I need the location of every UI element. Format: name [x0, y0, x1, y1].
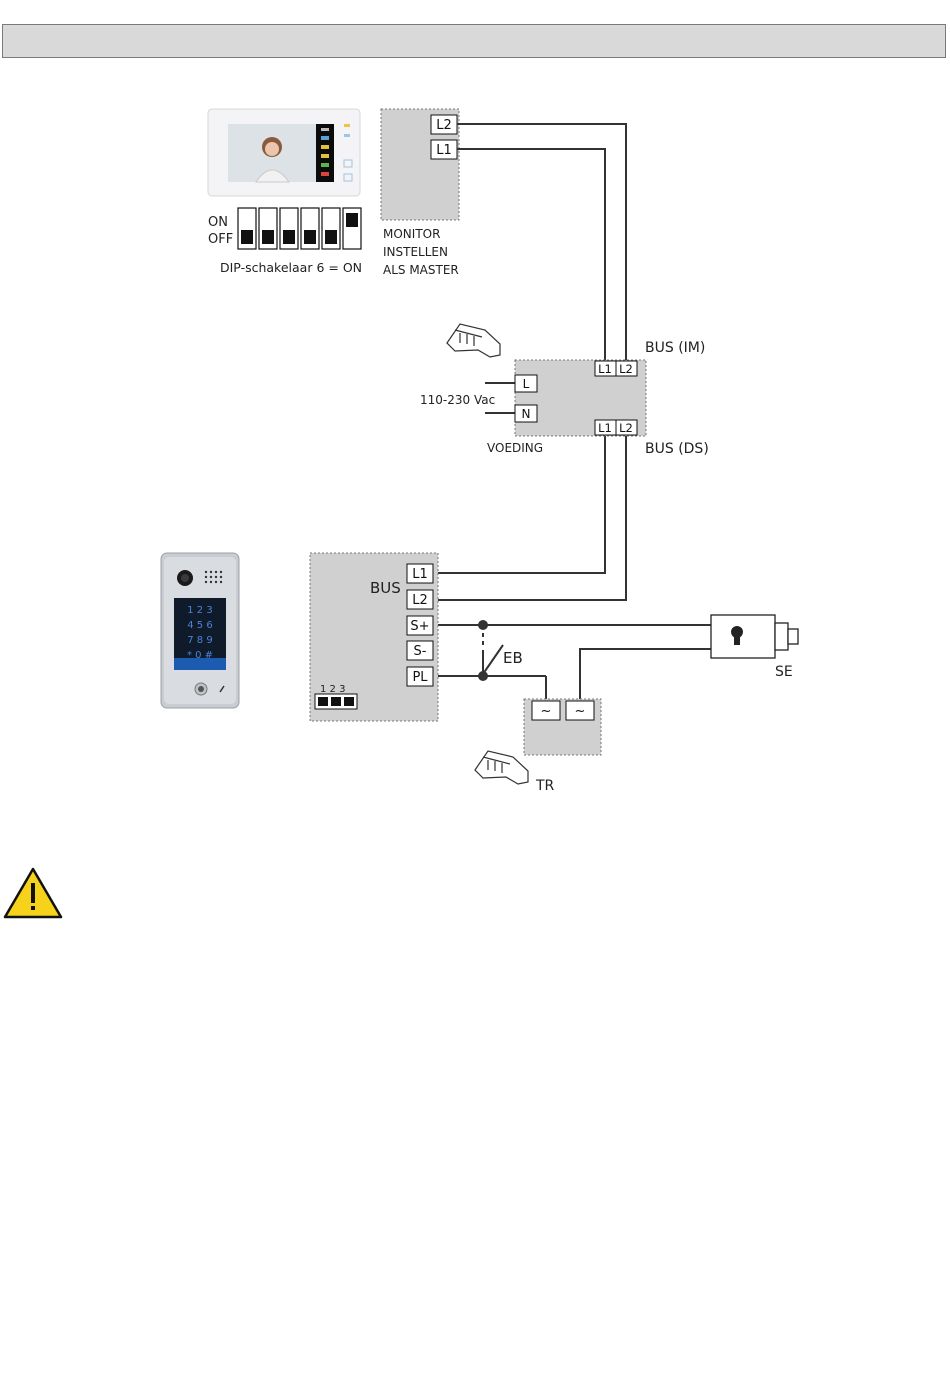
power-terminal-n: N: [522, 407, 531, 421]
door-station-module: BUS L1 L2 S+ S- PL 1 2 3: [310, 553, 438, 721]
dip-caption: DIP-schakelaar 6 = ON: [220, 260, 362, 275]
power-bottom-l2: L2: [619, 421, 633, 435]
keypad-row-1: 1 2 3: [187, 605, 212, 616]
keypad-row-2: 4 5 6: [187, 620, 212, 631]
door-dip-numbers: 1 2 3: [320, 684, 345, 695]
door-terminal-splus: S+: [410, 619, 429, 634]
keypad-row-4: * 0 #: [187, 650, 213, 661]
dip-off-label: OFF: [208, 232, 233, 247]
door-terminal-l1: L1: [412, 567, 428, 582]
transformer-module: ~ ~: [524, 699, 601, 755]
transformer-terminal-left: ~: [541, 704, 552, 719]
door-terminal-sminus: S-: [414, 644, 427, 659]
power-top-l1: L1: [598, 362, 612, 376]
monitor-note-line3: ALS MASTER: [383, 263, 459, 277]
exit-button-label: EB: [503, 649, 523, 667]
power-supply-label: VOEDING: [487, 441, 543, 455]
electric-strike-icon: [711, 615, 798, 658]
door-terminal-pl: PL: [412, 670, 428, 685]
keypad-row-3: 7 8 9: [187, 635, 212, 646]
warning-triangle-icon: [5, 869, 61, 917]
power-top-l2: L2: [619, 362, 633, 376]
transformer-icon: [475, 751, 528, 784]
monitor-terminal-l1: L1: [436, 143, 452, 158]
monitor-terminal-module: L2 L1 MONITOR INSTELLEN ALS MASTER: [381, 109, 459, 277]
power-input-voltage: 110-230 Vac: [420, 393, 495, 407]
dip-on-label: ON: [208, 215, 228, 230]
bus-ds-label: BUS (DS): [645, 441, 709, 457]
power-supply-icon: [447, 324, 500, 357]
monitor-dip-switch: ON OFF DIP-schakelaar 6 = ON: [208, 208, 362, 275]
monitor-note-line1: MONITOR: [383, 227, 440, 241]
electric-strike-label: SE: [775, 664, 793, 680]
bus-im-label: BUS (IM): [645, 340, 705, 356]
monitor-device: [208, 109, 360, 196]
door-bus-label: BUS: [370, 579, 401, 597]
power-supply-module: L N L1 L2 L1 L2 110-230 Vac VOEDING BUS …: [420, 340, 709, 457]
monitor-note-line2: INSTELLEN: [383, 245, 448, 259]
exit-button: EB: [478, 620, 523, 681]
monitor-terminal-l2: L2: [436, 118, 452, 133]
door-terminal-l2: L2: [412, 593, 428, 608]
transformer-label: TR: [535, 778, 555, 794]
transformer-terminal-right: ~: [575, 704, 586, 719]
power-bottom-l1: L1: [598, 421, 612, 435]
power-terminal-l: L: [523, 377, 530, 391]
door-station-device: 1 2 3 4 5 6 7 8 9 * 0 #: [161, 553, 239, 708]
